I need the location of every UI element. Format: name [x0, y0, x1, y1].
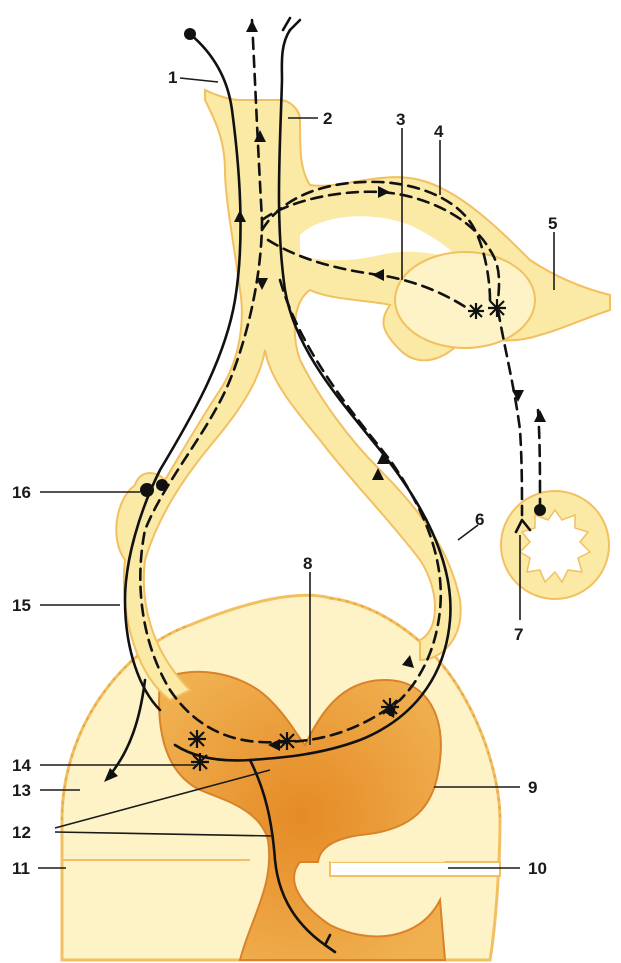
- label-9: 9: [528, 778, 537, 797]
- synapse-cord-4: [191, 753, 209, 771]
- label-15: 15: [12, 596, 31, 615]
- synapse-ganglion-1: [468, 303, 484, 319]
- label-12: 12: [12, 823, 31, 842]
- label-3: 3: [396, 110, 405, 129]
- anterior-median-fissure: [330, 862, 500, 876]
- label-7: 7: [514, 625, 523, 644]
- label-16: 16: [12, 483, 31, 502]
- sympathetic-ganglion: [395, 252, 535, 348]
- label-2: 2: [323, 109, 332, 128]
- label-1: 1: [168, 68, 177, 87]
- label-5: 5: [548, 214, 557, 233]
- label-6: 6: [475, 510, 484, 529]
- synapse-cord-2: [278, 732, 296, 750]
- label-8: 8: [303, 554, 312, 573]
- label-13: 13: [12, 781, 31, 800]
- arrow-up-1: [246, 20, 258, 32]
- leader-1: [180, 78, 218, 82]
- label-10: 10: [528, 859, 547, 878]
- synapse-cord-3: [381, 698, 399, 716]
- cell-body-16a: [140, 483, 154, 497]
- synapse-cord-1: [188, 730, 206, 748]
- afferent-cell-body-top: [184, 28, 196, 40]
- label-4: 4: [434, 122, 444, 141]
- label-14: 14: [12, 756, 31, 775]
- arrow-down-organ: [512, 390, 524, 402]
- cell-body-16b: [156, 479, 168, 491]
- cell-body-organ: [534, 504, 546, 516]
- efferent-ending-top: [283, 18, 300, 30]
- synapse-ganglion-2: [488, 299, 506, 317]
- arrow-up-organ: [534, 410, 546, 422]
- label-11: 11: [12, 859, 30, 878]
